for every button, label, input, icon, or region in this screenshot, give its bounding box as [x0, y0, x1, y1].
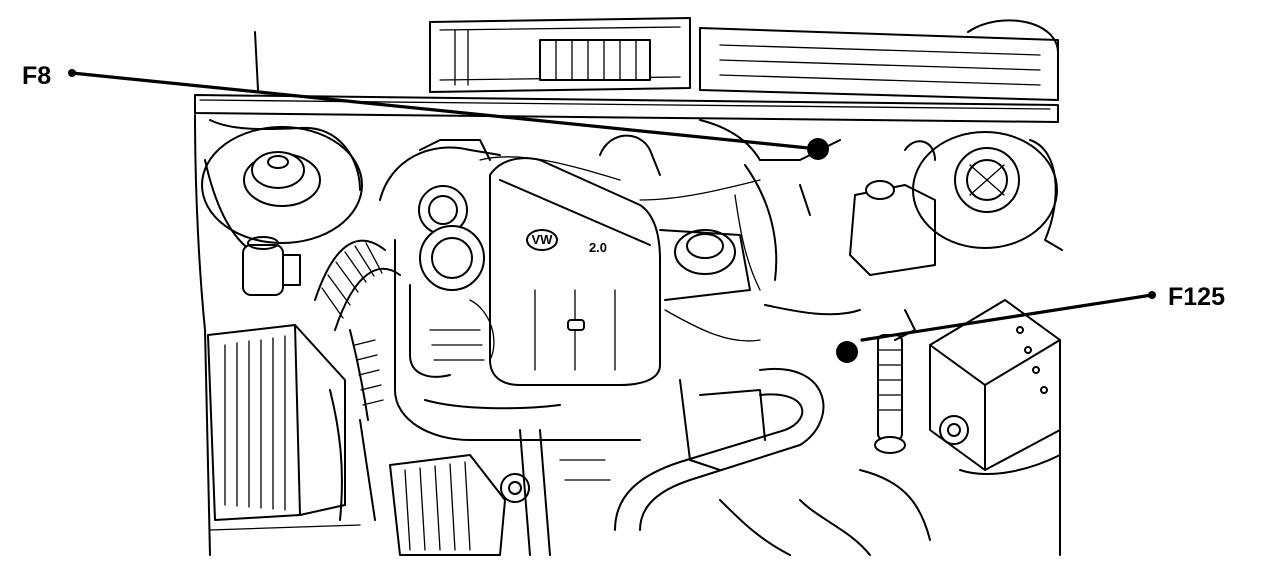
- oil-cap: [659, 229, 751, 301]
- strut-tower-left: [201, 126, 363, 244]
- wiring: [469, 156, 761, 361]
- lower-details: [209, 379, 1061, 556]
- callout-f125: F125: [1168, 283, 1225, 311]
- relay-panel: [454, 29, 651, 86]
- air-filter-box: [207, 324, 346, 521]
- cover-displacement-text: 2.0: [589, 240, 607, 255]
- washer-reservoir: [242, 236, 301, 296]
- engine-block: [379, 139, 641, 441]
- alternator: [389, 454, 530, 556]
- f125-leader: [860, 291, 1156, 342]
- cover-badge-text: VW: [532, 232, 554, 247]
- callout-f8: F8: [22, 62, 51, 90]
- f125-location-dot: [836, 341, 858, 363]
- f8-leader: [68, 69, 820, 151]
- strut-tower-right: [912, 131, 1063, 251]
- engine-cover: VW 2.0: [489, 157, 661, 386]
- coolant-tank: [849, 140, 936, 276]
- radiator-hose: [614, 367, 825, 531]
- intake-hose: [314, 239, 401, 421]
